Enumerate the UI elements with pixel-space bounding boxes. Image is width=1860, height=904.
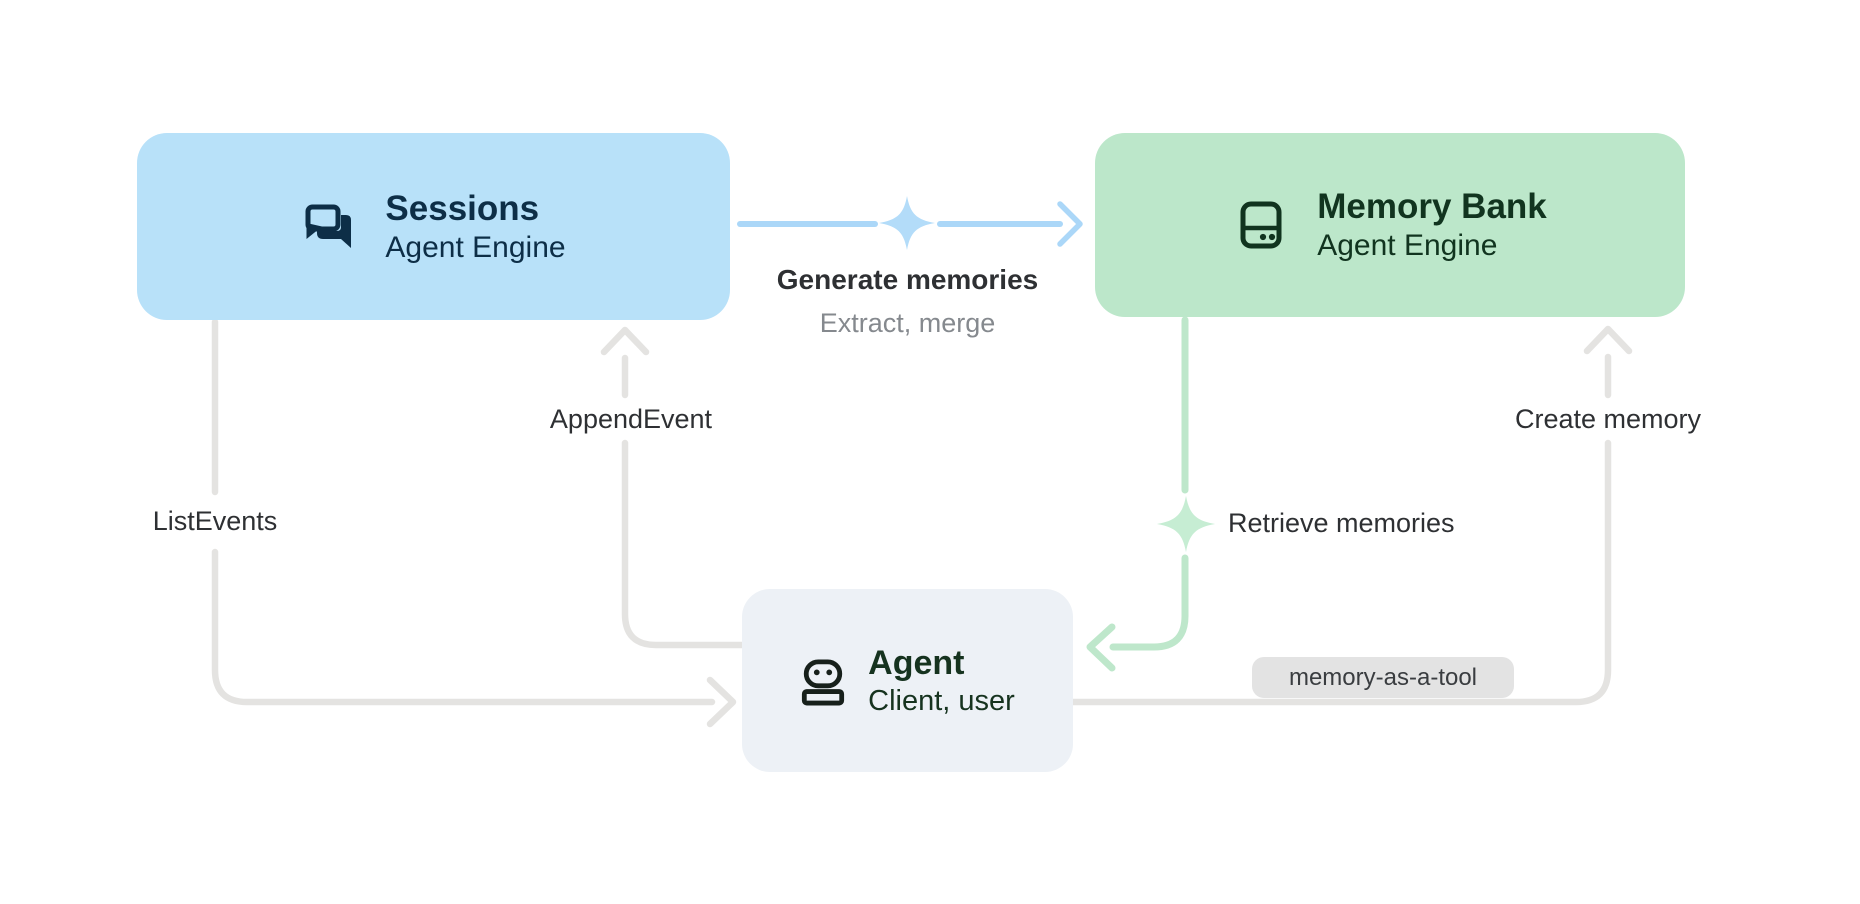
sessions-node: Sessions Agent Engine: [137, 133, 730, 320]
create-memory-label: Create memory: [1514, 404, 1702, 434]
generate-memories-arrow: [737, 201, 1083, 247]
append-event-label: AppendEvent: [549, 404, 713, 434]
node-subtitle: Client, user: [868, 684, 1015, 717]
arrowhead-up-icon: [600, 326, 650, 356]
edge-label-text: Generate memories: [776, 264, 1039, 295]
node-title: Memory Bank: [1317, 187, 1547, 226]
edge-sublabel-text: Extract, merge: [819, 308, 996, 338]
agent-node: Agent Client, user: [742, 589, 1073, 772]
arrowhead-left-icon: [1086, 623, 1116, 672]
list-events-arrow: [211, 318, 737, 728]
node-title: Sessions: [385, 188, 540, 228]
memory-as-a-tool-badge: memory-as-a-tool: [1252, 657, 1514, 698]
node-subtitle: Agent Engine: [1317, 229, 1498, 262]
create-memory-arrow: [1069, 325, 1633, 706]
generate-memories-label: Generate memories Extract, merge: [735, 264, 1080, 338]
sparkle-icon: [1156, 495, 1216, 553]
memory-bank-node: Memory Bank Agent Engine: [1095, 133, 1685, 317]
arrowhead-right-icon: [706, 676, 737, 728]
sparkle-icon: [879, 196, 935, 250]
robot-icon: [802, 658, 845, 705]
arrowhead-up-icon: [1583, 325, 1633, 355]
node-title: Agent: [868, 643, 965, 682]
arrowhead-right-icon: [1057, 201, 1083, 247]
list-events-label: ListEvents: [152, 506, 278, 536]
retrieve-memories-arrow: [1086, 316, 1189, 672]
node-subtitle: Agent Engine: [385, 230, 566, 264]
storage-icon: [1240, 201, 1282, 249]
retrieve-memories-label: Retrieve memories: [1228, 508, 1455, 538]
append-event-arrow: [600, 326, 746, 649]
chat-bubbles-icon: [305, 204, 352, 248]
